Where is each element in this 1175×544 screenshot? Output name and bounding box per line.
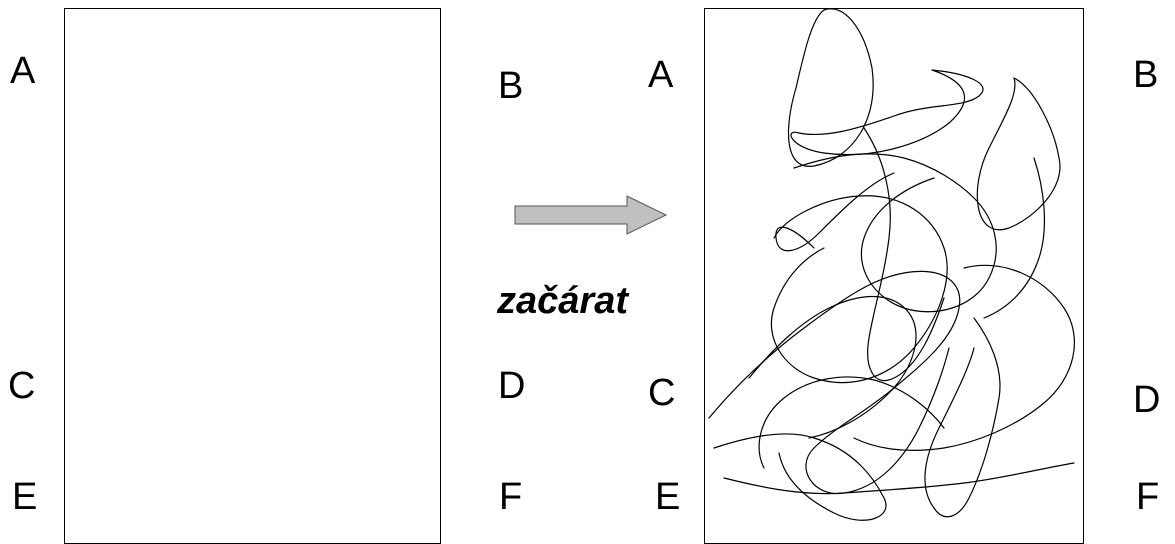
label-d-left: D [498, 365, 526, 407]
scribble-stroke-8 [853, 264, 1075, 451]
label-f-right: F [1136, 476, 1160, 518]
scribble-stroke-11 [863, 127, 945, 382]
scribble-stroke-9 [924, 317, 1001, 518]
scribble-stroke-3 [976, 77, 1061, 231]
label-a-left: A [10, 50, 36, 92]
label-d-right: D [1133, 379, 1161, 421]
label-b-left: B [498, 65, 524, 107]
arrow-shape [514, 195, 668, 235]
scribble-stroke-15 [758, 376, 945, 469]
label-e-right: E [655, 476, 681, 518]
label-a-right: A [648, 54, 674, 96]
scribble-stroke-14 [748, 296, 917, 439]
blank-page-panel [64, 8, 441, 544]
label-c-left: C [8, 365, 36, 407]
right-arrow-icon [514, 195, 668, 235]
scribble-stroke-1 [787, 8, 874, 167]
scribble-stroke-7 [713, 433, 887, 521]
scribble-stroke-2 [790, 69, 984, 156]
scribble-stroke-13 [983, 157, 1046, 319]
label-f-left: F [499, 476, 523, 518]
scribble-stroke-4 [793, 153, 997, 313]
scribble-drawing [708, 8, 1075, 521]
transition-caption: začárat [497, 280, 628, 322]
scribble-stroke-10 [723, 462, 1075, 495]
scribble-stroke-12 [775, 172, 895, 252]
label-e-left: E [12, 476, 38, 518]
scribbled-page-panel [704, 8, 1084, 544]
label-b-right: B [1133, 54, 1159, 96]
label-c-right: C [648, 372, 676, 414]
scribble-stroke-5 [770, 195, 948, 384]
